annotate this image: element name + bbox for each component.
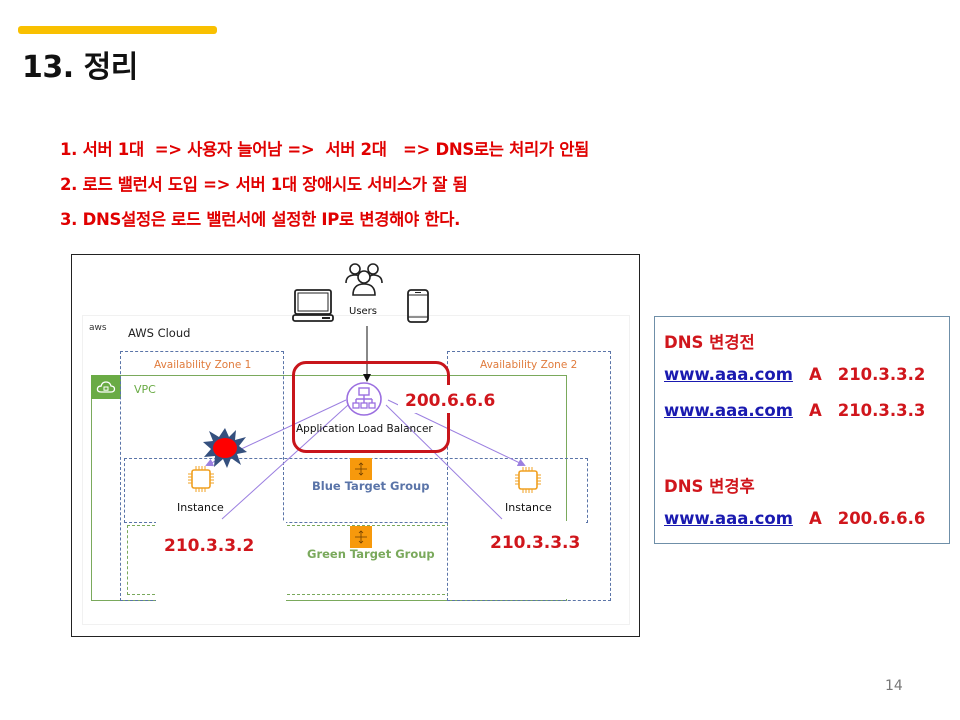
users-label: Users	[349, 306, 378, 317]
dns-record-type: A	[808, 509, 822, 528]
availability-zone-1-label: Availability Zone 1	[154, 359, 252, 371]
dns-host-link[interactable]: www.aaa.com	[664, 365, 793, 384]
instance-1-ip: 210.3.3.2	[164, 536, 255, 556]
summary-item-3: 3. DNS설정은 로드 밸런서에 설정한 IP로 변경해야 한다.	[60, 210, 461, 229]
dns-record-type: A	[808, 401, 822, 420]
summary-list: 1. 서버 1대 => 사용자 늘어남 => 서버 2대 => DNS로는 처리…	[60, 138, 589, 243]
users-icon	[343, 261, 387, 301]
load-balancer-icon	[345, 381, 383, 421]
mask	[156, 521, 286, 601]
dns-before-record-2: www.aaa.com A 210.3.3.3	[664, 401, 925, 420]
slide-title: 13. 정리	[22, 50, 138, 85]
instance-1-chip-icon	[187, 465, 215, 497]
dns-after-heading: DNS 변경후	[664, 477, 755, 496]
dns-record-type: A	[808, 365, 822, 384]
failure-burst-icon	[202, 427, 248, 473]
dns-host-link[interactable]: www.aaa.com	[664, 509, 793, 528]
mobile-phone-icon	[407, 289, 429, 327]
dns-host-link[interactable]: www.aaa.com	[664, 401, 793, 420]
summary-item-1: 1. 서버 1대 => 사용자 늘어남 => 서버 2대 => DNS로는 처리…	[60, 140, 589, 159]
aws-cloud-label: AWS Cloud	[128, 326, 191, 340]
availability-zone-2-label: Availability Zone 2	[480, 359, 578, 371]
load-balancer-ip: 200.6.6.6	[405, 391, 496, 411]
laptop-icon	[292, 289, 334, 327]
page-number: 14	[885, 678, 903, 694]
dns-before-record-1: www.aaa.com A 210.3.3.2	[664, 365, 925, 384]
aws-logo-icon: aws	[89, 323, 107, 333]
green-target-group-icon	[350, 526, 372, 548]
summary-item-2: 2. 로드 밸런서 도입 => 서버 1대 장애시도 서비스가 잘 됨	[60, 175, 468, 194]
dns-record-ip: 210.3.3.3	[837, 401, 926, 420]
vpc-boundary	[91, 375, 567, 601]
mask	[448, 521, 586, 599]
ip-label-backdrop	[398, 385, 478, 413]
load-balancer-label: Application Load Balancer	[296, 423, 433, 435]
aws-cloud-region	[82, 315, 630, 625]
dns-after-record-1: www.aaa.com A 200.6.6.6	[664, 509, 925, 528]
instance-2-ip: 210.3.3.3	[490, 533, 581, 553]
vpc-label: VPC	[134, 383, 156, 396]
dns-record-ip: 200.6.6.6	[837, 509, 926, 528]
instance-1-label: Instance	[177, 501, 224, 514]
availability-zone-2	[447, 351, 611, 601]
instance-2-chip-icon	[514, 466, 542, 498]
dns-before-heading: DNS 변경전	[664, 333, 755, 352]
green-target-group-label: Green Target Group	[307, 547, 435, 561]
blue-target-group-icon	[350, 458, 372, 480]
title-accent-bar	[18, 26, 217, 34]
vpc-cloud-icon	[91, 375, 121, 399]
instance-2-label: Instance	[505, 501, 552, 514]
dns-record-ip: 210.3.3.2	[837, 365, 926, 384]
blue-target-group-label: Blue Target Group	[312, 479, 430, 493]
architecture-diagram: aws AWS Cloud VPC Availability Zone 1 Av…	[71, 254, 640, 637]
